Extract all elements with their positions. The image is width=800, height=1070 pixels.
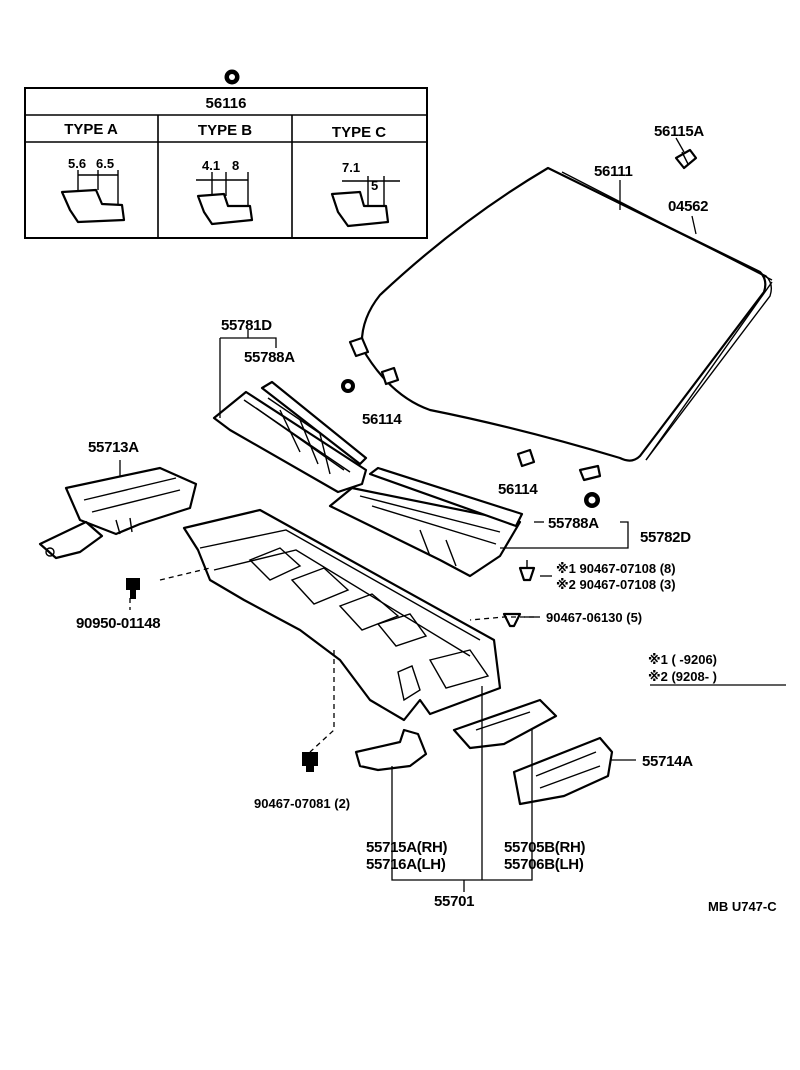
note-1: ※1 ( -9206) bbox=[648, 652, 717, 667]
label-55788A-top: 55788A bbox=[244, 349, 295, 366]
type-c-header: TYPE C bbox=[332, 124, 386, 141]
label-90950-01148: 90950-01148 bbox=[76, 615, 160, 632]
label-56114-lower: 56114 bbox=[498, 481, 538, 498]
label-55714A: 55714A bbox=[642, 753, 693, 770]
type-b-profile: 4.1 8 bbox=[196, 158, 254, 226]
clip-56114-upper bbox=[380, 366, 400, 386]
screw-90467-07081 bbox=[302, 752, 318, 772]
type-b-header: TYPE B bbox=[198, 122, 252, 139]
screw-90467-07108 bbox=[518, 560, 536, 582]
clip-lower-right bbox=[578, 464, 602, 508]
svg-text:6.5: 6.5 bbox=[96, 156, 114, 171]
cowl-louver-right bbox=[328, 466, 524, 578]
label-90467-07108-1: ※1 90467-07108 (8) bbox=[556, 561, 676, 576]
part-55713A bbox=[38, 466, 198, 560]
note-2: ※2 (9208- ) bbox=[648, 669, 717, 684]
svg-text:5: 5 bbox=[371, 178, 378, 193]
label-55713A: 55713A bbox=[88, 439, 139, 456]
cowl-louver-left bbox=[212, 380, 368, 494]
windshield-glass bbox=[360, 166, 773, 462]
label-90467-06130: 90467-06130 (5) bbox=[546, 610, 642, 625]
table-part-number: 56116 bbox=[206, 95, 247, 112]
type-a-header: TYPE A bbox=[64, 121, 118, 138]
part-55714A bbox=[512, 736, 614, 806]
diagram-code: MB U747-C bbox=[708, 899, 777, 914]
part-55705B bbox=[452, 698, 558, 750]
svg-text:5.6: 5.6 bbox=[68, 156, 86, 171]
label-90467-07108-2: ※2 90467-07108 (3) bbox=[556, 577, 676, 592]
clip-56115A bbox=[674, 148, 698, 170]
svg-text:7.1: 7.1 bbox=[342, 160, 360, 175]
label-55716A: 55716A(LH) bbox=[366, 856, 446, 873]
clip-upper-left bbox=[341, 336, 370, 393]
leader-lines bbox=[119, 137, 697, 892]
clip-56114-lower bbox=[516, 448, 536, 468]
type-a-profile: 5.6 6.5 bbox=[60, 156, 126, 224]
spec-table: 56116 TYPE A TYPE B TYPE C 5.6 6.5 4.1 8… bbox=[24, 69, 428, 239]
cowl-panel bbox=[182, 508, 502, 722]
label-55715A: 55715A(RH) bbox=[366, 839, 448, 856]
label-56114-upper: 56114 bbox=[362, 411, 402, 428]
label-55706B: 55706B(LH) bbox=[504, 856, 584, 873]
label-04562: 04562 bbox=[668, 198, 708, 215]
label-56115A: 56115A bbox=[654, 123, 704, 140]
bolt-90950 bbox=[126, 578, 140, 599]
label-55705B: 55705B(RH) bbox=[504, 839, 586, 856]
label-55781D: 55781D bbox=[221, 317, 272, 334]
svg-text:8: 8 bbox=[232, 158, 239, 173]
label-55788A-right: 55788A bbox=[548, 515, 599, 532]
label-55701: 55701 bbox=[434, 893, 474, 910]
label-55782D: 55782D bbox=[640, 529, 691, 546]
part-55715A bbox=[354, 728, 428, 772]
svg-text:4.1: 4.1 bbox=[202, 158, 220, 173]
type-c-profile: 7.1 5 bbox=[330, 160, 400, 228]
label-90467-07081: 90467-07081 (2) bbox=[254, 796, 350, 811]
serial-notes: ※1 ( -9206) ※2 (9208- ) bbox=[648, 652, 786, 686]
screw-90467-06130 bbox=[502, 612, 522, 628]
label-56111: 56111 bbox=[594, 163, 633, 180]
